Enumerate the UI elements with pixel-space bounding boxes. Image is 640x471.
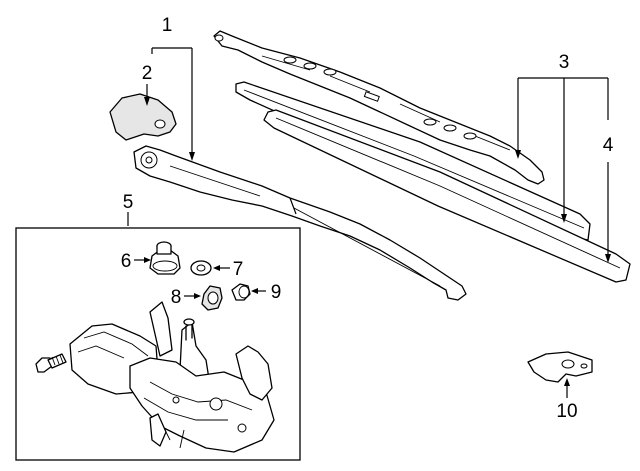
wiper-arm [133,145,467,301]
washer [190,260,212,276]
motor-inset-frame [15,227,301,461]
callout-8: 8 [171,287,182,308]
arm-cover-cap [109,93,177,141]
callout-5: 5 [123,192,134,213]
mounting-bolt [35,353,67,373]
callout-6: 6 [121,251,132,272]
callout-1: 1 [162,15,173,36]
cap [231,283,251,301]
callout-3: 3 [559,52,570,73]
bushing [201,285,223,311]
callout-labels: 1 2 3 4 5 6 7 8 9 10 [121,15,614,422]
callout-7: 7 [233,259,244,280]
callout-10: 10 [556,401,577,422]
wiper-motor [69,301,275,453]
callout-2: 2 [142,63,153,84]
wiper-blade-assembly [263,109,631,283]
bracket [527,351,593,383]
callout-9: 9 [271,282,282,303]
wiper-blade-frame [213,30,545,185]
leader-lines [127,47,611,398]
grommet [149,241,181,275]
callout-4: 4 [603,135,614,156]
